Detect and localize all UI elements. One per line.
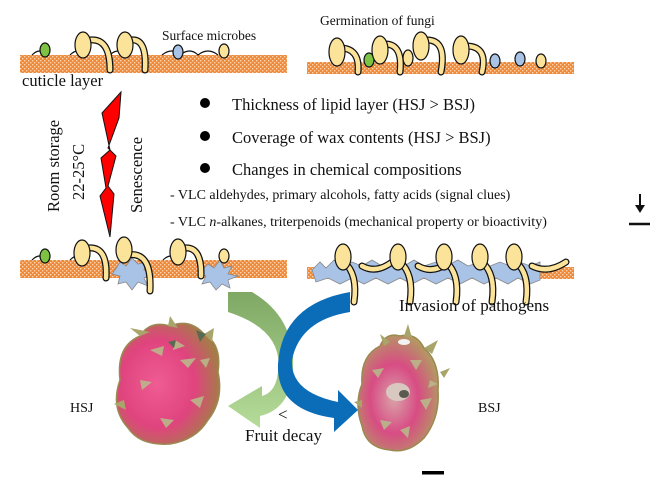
green-microbe [39,248,51,264]
bullet-wax-coverage: Coverage of wax contents (HSJ > BSJ) [200,128,491,147]
bullet-dot [200,163,210,173]
bullet-lipid-thickness: Thickness of lipid layer (HSJ > BSJ) [200,95,476,114]
invading-spore [505,243,570,306]
bullet-chemical-changes: Changes in chemical compositions [200,160,462,179]
bullet-text: Thickness of lipid layer (HSJ > BSJ) [232,95,476,114]
blue-microbe [514,51,526,67]
germinating-spore [371,35,404,76]
blue-microbe [489,53,501,69]
bullet-text: Coverage of wax contents (HSJ > BSJ) [232,128,491,147]
bullet-dot [200,131,210,141]
lesion-blob [111,257,153,291]
lightning-bolt-icon [99,90,122,238]
yellow-microbe [218,248,230,264]
invading-spore [435,243,461,306]
sub-item-suffix: -alkanes, triterpenoids (mechanical prop… [216,215,547,230]
fungal-spore [73,239,110,282]
blue-microbe [172,44,184,60]
hsj-fruit-image [114,316,221,445]
bsj-fruit-image [354,324,450,452]
temperature-label: 22-25°C [69,143,88,200]
germinating-spore [452,35,487,76]
sub-item-signal-clues: - VLC aldehydes, primary alcohols, fatty… [170,188,511,203]
fungal-spore [116,31,149,74]
bullet-text: Changes in chemical compositions [232,160,462,179]
cuticle-panel-germination [307,31,574,76]
germination-label: Germination of fungi [320,13,435,28]
yellow-microbe [402,49,414,67]
lesion-blob [197,259,240,291]
room-storage-label: Room storage [44,119,63,212]
cuticle-panel-senescence [20,236,287,295]
scale-bar [422,471,444,475]
cuticle-layer-label: cuticle layer [22,71,104,90]
germinating-spore [412,31,446,76]
invading-spore [334,243,396,306]
cuticle-layer-bar [20,55,287,73]
sub-item-prefix: - VLC [170,215,210,230]
invading-spore [115,236,154,295]
hsj-label: HSJ [70,401,94,416]
cuticle-panel-invasion [307,243,574,306]
fruit-decay-label: Fruit decay [245,426,322,445]
senescence-label: Senescence [127,136,146,213]
sub-item-italic: n [209,215,217,230]
bullet-dot [200,98,210,108]
cuticle-layer-bar [20,260,287,278]
invading-spore [471,243,497,306]
blue-curved-arrow [277,292,358,432]
surface-microbes-label: Surface microbes [162,28,257,43]
green-curved-arrow [228,292,294,428]
germinating-spore [328,37,362,76]
cuticle-panel-healthy [20,31,287,74]
yellow-microbe [535,53,547,69]
fungal-spore [74,31,114,74]
invading-spore [169,238,205,280]
yellow-microbe [218,43,230,59]
down-arrow-icon [635,194,645,213]
invasion-label: Invasion of pathogens [399,296,550,315]
sub-item-mechanical: - VLC n-alkanes, triterpenoids (mechanic… [170,216,547,230]
less-than-symbol: < [278,405,288,424]
bsj-label: BSJ [478,401,501,416]
green-microbe [39,42,51,58]
